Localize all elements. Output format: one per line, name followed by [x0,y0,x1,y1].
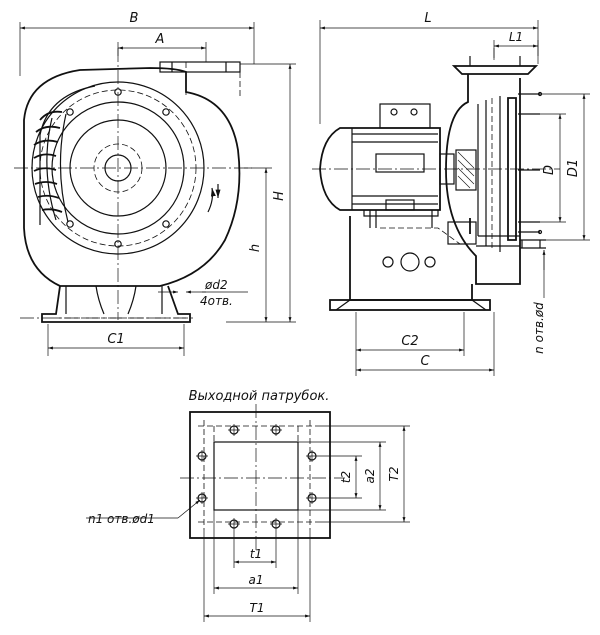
outlet-flange-view [180,404,345,550]
dim-B: B [130,11,139,26]
dim-D: D [542,165,557,175]
front-outlet-flange [159,61,241,73]
dim-C: C [420,354,430,369]
front-view [14,48,252,323]
dim-4holes: 4отв. [200,294,233,308]
side-outlet-flange [451,65,539,75]
impeller-blades [33,110,69,223]
dim-H: H [272,191,287,201]
front-stand [41,285,191,323]
dim-t1: t1 [250,547,262,561]
dim-C2: C2 [401,334,418,349]
outlet-dimensions: n1 отв.ød1 t1 a1 T1 t2 a2 T2 [86,425,410,622]
dim-D1: D1 [566,159,581,177]
front-casing [23,67,241,287]
dim-T1: T1 [250,601,265,615]
dim-n-holes: n отв.ød [532,302,546,354]
dim-T2: T2 [387,467,401,482]
bolt-holes [66,88,170,248]
side-base [329,299,491,311]
flange-outer [189,411,331,539]
dim-n1-holes: n1 отв.ød1 [88,512,155,526]
dim-L1: L1 [509,30,523,44]
dim-h: h [248,244,263,252]
side-stand [349,216,473,301]
motor-body [319,127,441,211]
dim-d2: ød2 [204,278,228,292]
terminal-box [379,103,431,129]
front-dimensions: B A H h C1 ød2 4отв. [19,11,296,356]
dim-C1: C1 [107,332,124,347]
dim-a2: a2 [363,469,377,484]
dim-a1: a1 [249,573,264,587]
inlet-studs [518,91,543,235]
hub-section [455,149,477,191]
outlet-title: Выходной патрубок. [189,389,330,404]
side-view [312,48,560,311]
fan-housing [445,74,521,285]
dim-L: L [424,11,431,26]
dim-A: A [155,32,165,47]
dim-t2: t2 [339,471,353,483]
side-dimensions: L L1 D D1 n отв.ød C2 C [319,11,590,376]
